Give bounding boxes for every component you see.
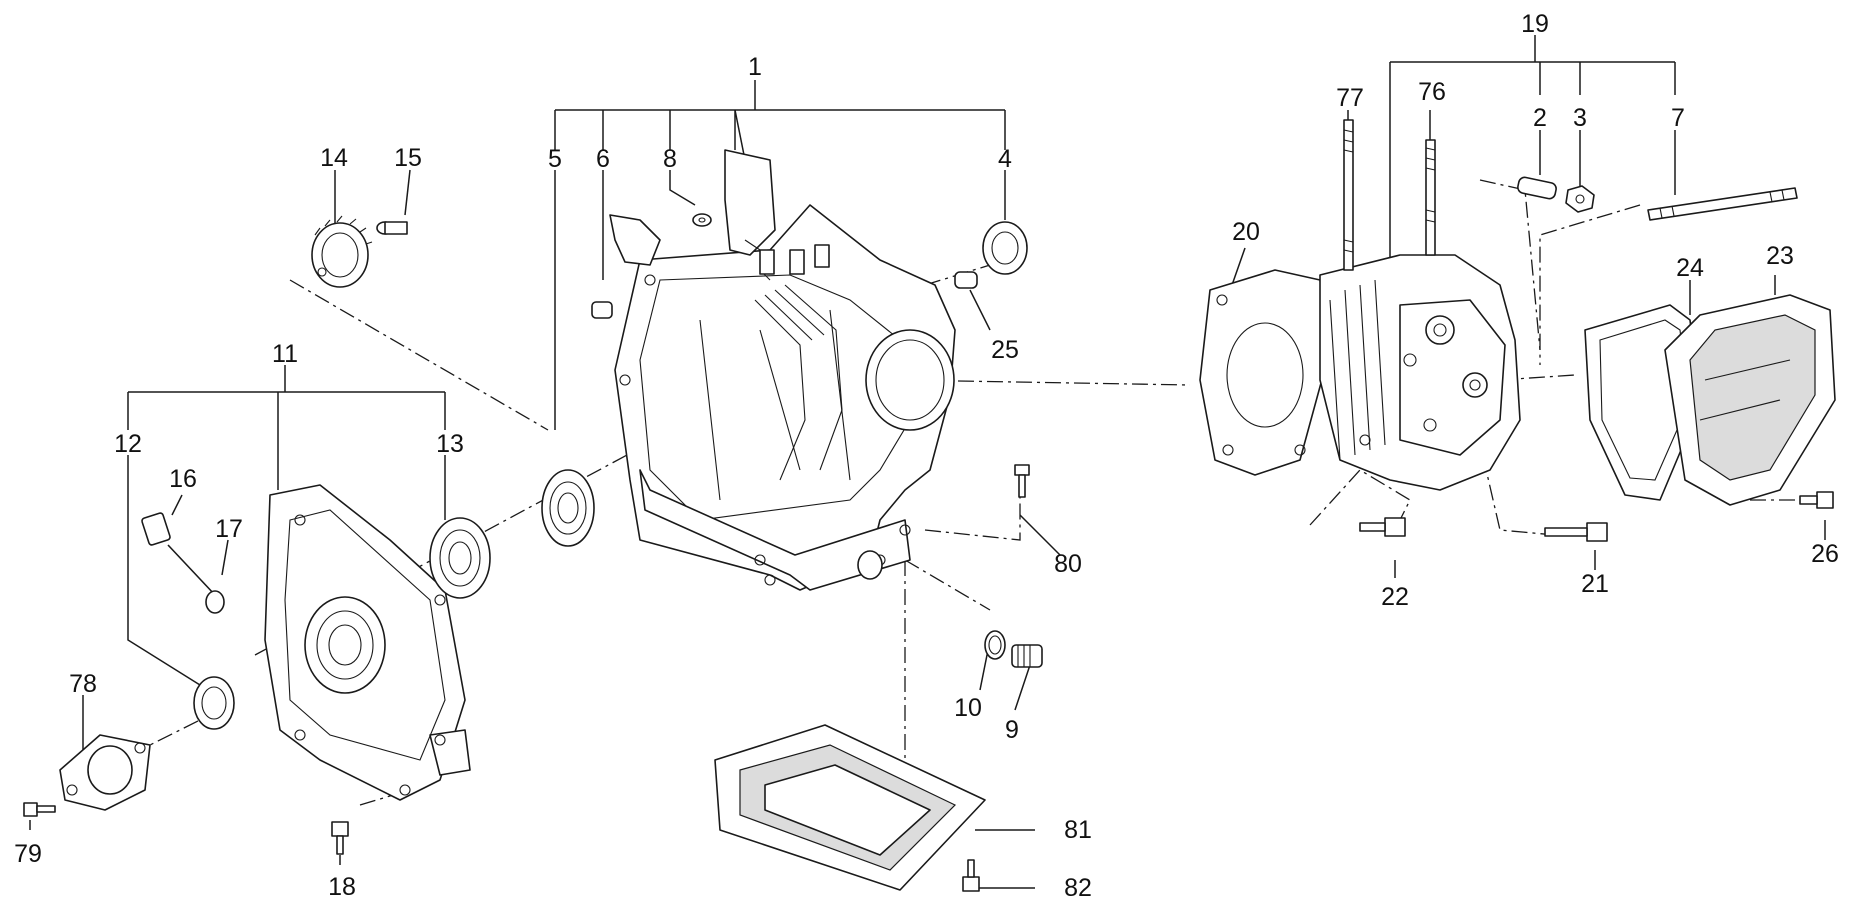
oil-seal-4	[982, 221, 1028, 275]
callout-9: 9	[1005, 716, 1019, 744]
dowel-pin-2	[1517, 176, 1557, 200]
callout-7: 7	[1671, 104, 1685, 132]
callout-4: 4	[998, 145, 1012, 173]
callout-81: 80	[1054, 550, 1082, 578]
oil-pan-80	[714, 724, 986, 891]
callout-21: 21	[1581, 570, 1609, 598]
bolt-81	[1014, 464, 1030, 498]
callout-82: 82	[1064, 874, 1092, 902]
cylinder-head-19	[1319, 254, 1521, 491]
stud-76	[1425, 139, 1436, 256]
callout-2: 2	[1533, 104, 1547, 132]
drain-plug-9	[1011, 644, 1043, 668]
callout-6: 6	[596, 145, 610, 173]
governor-gear-14	[311, 215, 373, 288]
bolt-82	[962, 859, 980, 892]
crankcase-block	[609, 149, 956, 591]
callout-5: 5	[548, 145, 562, 173]
callout-79: 79	[14, 840, 42, 868]
crankcase-cover-11	[264, 484, 471, 801]
callout-15: 15	[394, 144, 422, 172]
callout-26: 26	[1811, 540, 1839, 568]
callout-13: 13	[436, 430, 464, 458]
oil-seal-12	[193, 676, 235, 730]
callout-80: 81	[1064, 816, 1092, 844]
callout-12: 12	[114, 430, 142, 458]
dowel-pin-6	[591, 301, 613, 319]
stud-77	[1343, 119, 1354, 271]
bolt-18	[331, 821, 349, 855]
washer-10	[984, 630, 1006, 660]
bolt-22	[1359, 517, 1406, 537]
callout-16: 16	[169, 465, 197, 493]
valve-cover-23	[1664, 294, 1836, 506]
head-gasket-20	[1199, 269, 1331, 476]
callout-18: 18	[328, 873, 356, 901]
leader-lines	[29, 35, 1826, 889]
dipstick-16	[141, 512, 216, 596]
shaft-15	[376, 221, 408, 235]
callout-3: 3	[1573, 104, 1587, 132]
callout-11: 11	[272, 340, 298, 368]
dowel-pin-25	[954, 271, 978, 289]
callout-17: 17	[215, 515, 243, 543]
cover-plate-78	[59, 734, 151, 811]
callout-77: 77	[1336, 84, 1364, 112]
bolt-79	[23, 802, 56, 817]
callout-20: 20	[1232, 218, 1260, 246]
callout-24: 24	[1676, 254, 1704, 282]
callout-76: 76	[1418, 78, 1446, 106]
callout-23: 23	[1766, 242, 1794, 270]
callout-19: 19	[1521, 10, 1549, 38]
bolt-26	[1799, 491, 1834, 509]
callout-78: 78	[69, 670, 97, 698]
bolt-21	[1544, 522, 1608, 542]
o-ring-17	[205, 590, 225, 614]
callout-1: 1	[748, 53, 762, 81]
callout-22: 22	[1381, 583, 1409, 611]
ball-bearing-13	[429, 517, 491, 599]
long-stud-7	[1647, 187, 1798, 221]
ball-bearing-5	[541, 469, 595, 547]
callout-10: 10	[954, 694, 982, 722]
callout-14: 14	[320, 144, 348, 172]
callout-25: 25	[991, 336, 1019, 364]
nut-3	[1565, 185, 1595, 213]
nut-8	[692, 213, 712, 227]
callout-labels: 1 5 6 8 4 25 80 10 9 81 82 11 12 13 14 1…	[14, 10, 1839, 902]
callout-8: 8	[663, 145, 677, 173]
